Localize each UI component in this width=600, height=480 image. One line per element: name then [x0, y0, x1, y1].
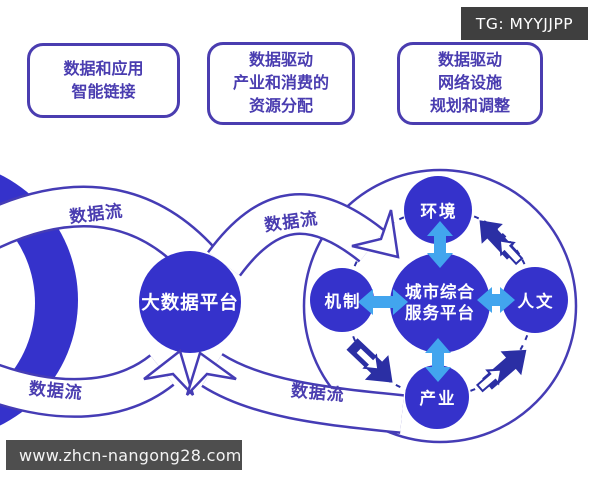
info-box-data-app-link: 数据和应用 智能链接	[27, 43, 180, 118]
connector-arrow-west	[358, 289, 408, 315]
band-arrowhead-right	[351, 209, 400, 259]
band-arrowhead-bottom-left	[143, 348, 195, 396]
connector-arrow-south	[425, 338, 451, 382]
humanity-circle	[502, 267, 568, 333]
environment-circle	[404, 176, 472, 244]
info-box-network-planning: 数据驱动 网络设施 规划和调整	[397, 42, 543, 125]
flow-band-bottom-left	[0, 348, 195, 418]
info-box-industry-consumption: 数据驱动 产业和消费的 资源分配	[207, 42, 355, 125]
environment-label: 环境	[420, 202, 458, 221]
mechanism-label: 机制	[324, 292, 362, 311]
flow-band-top-right	[207, 193, 400, 277]
flow-band-bottom-right	[185, 350, 404, 434]
flow-label-bottom-left: 数据流	[28, 379, 84, 404]
band-arrowhead-bottom-right	[185, 350, 237, 396]
humanity-label: 人文	[517, 292, 555, 311]
connector-arrow-north	[427, 221, 453, 268]
city-platform-circle	[390, 253, 490, 353]
big-data-platform-label: 大数据平台	[141, 293, 239, 314]
connector-arrow-east	[477, 287, 515, 313]
industry-label: 产业	[419, 389, 457, 408]
big-data-platform-circle	[139, 251, 241, 353]
mechanism-circle	[310, 268, 374, 332]
city-platform-label: 城市综合 服务平台	[405, 282, 475, 323]
flow-band-top-left	[0, 185, 223, 282]
industry-circle	[405, 365, 469, 429]
tg-badge: TG: MYYJJPP	[461, 7, 588, 40]
connector-arrows	[358, 221, 515, 382]
site-watermark: www.zhcn-nangong28.com	[6, 440, 242, 470]
flow-label-bottom-right: 数据流	[290, 381, 346, 406]
